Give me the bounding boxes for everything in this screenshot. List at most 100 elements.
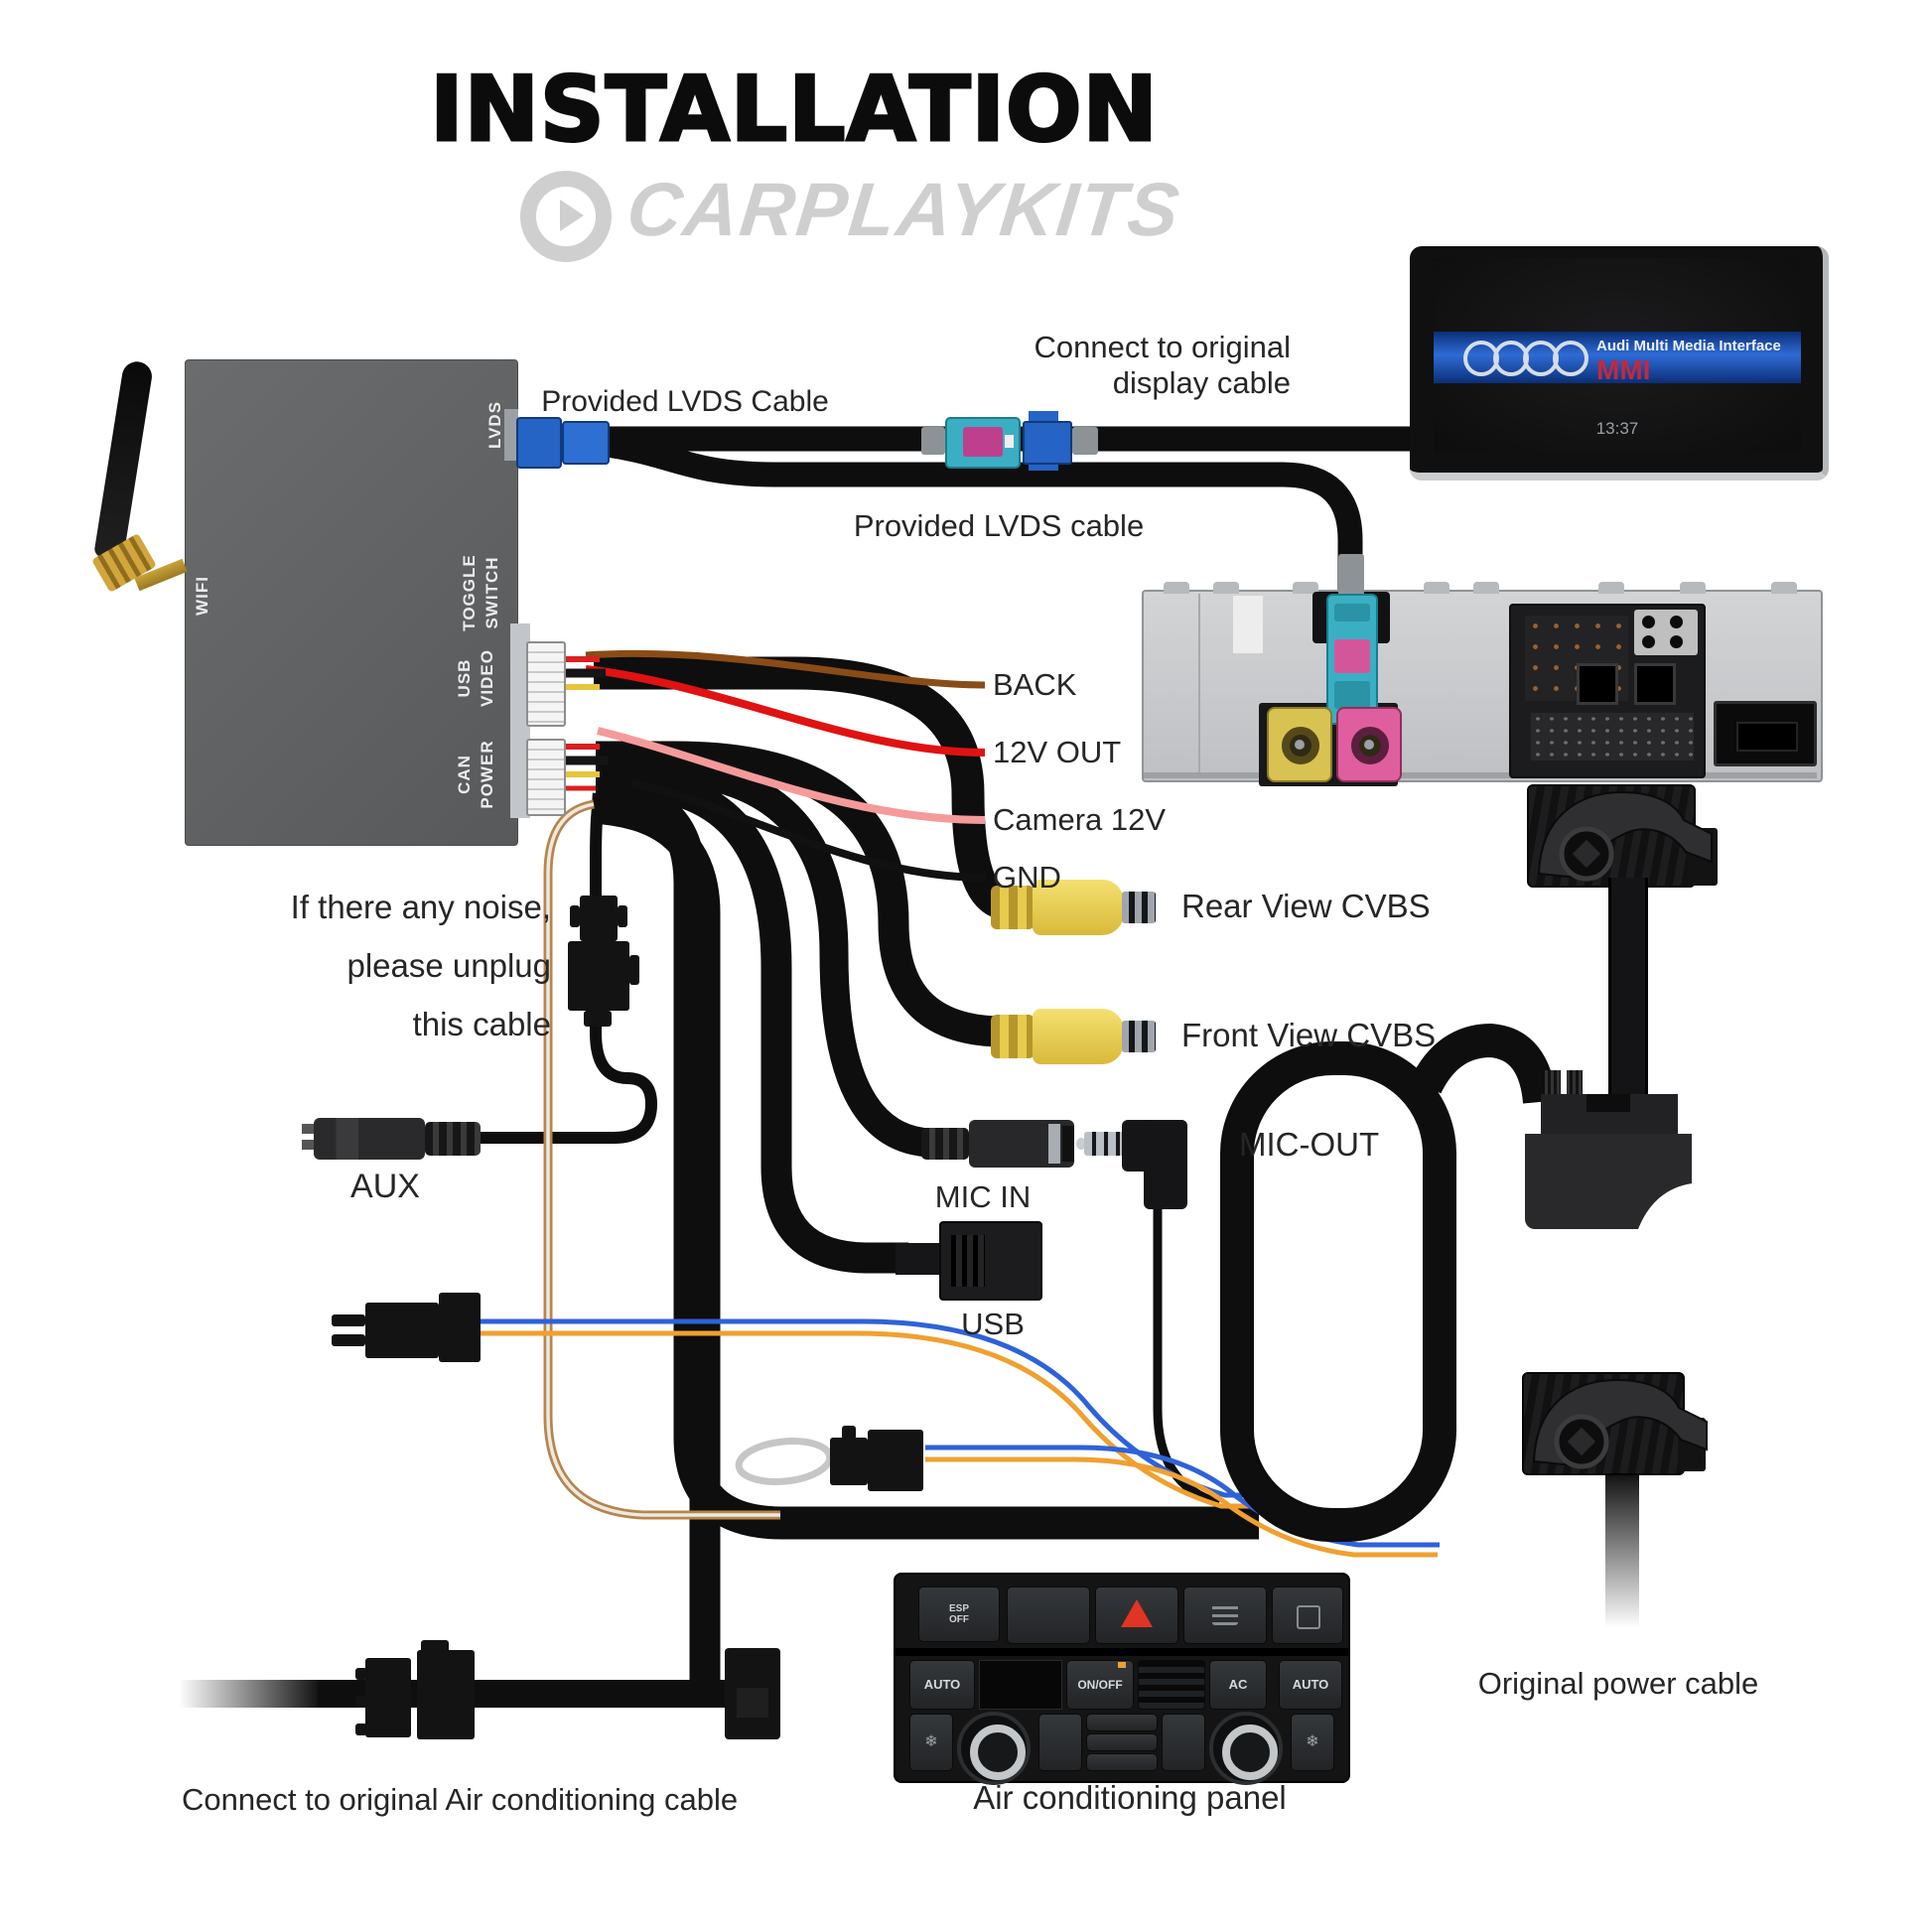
tab bbox=[1598, 582, 1624, 594]
rca-tip bbox=[1122, 892, 1156, 923]
jack-band bbox=[1048, 1124, 1060, 1164]
connector-step bbox=[737, 1688, 768, 1718]
quadlock-recess bbox=[1509, 604, 1706, 778]
camera-12v-wire bbox=[597, 727, 986, 824]
12v-out-wire bbox=[585, 665, 986, 757]
can-port-label: CAN bbox=[455, 755, 474, 794]
seam bbox=[1198, 594, 1200, 774]
original-power-label: Original power cable bbox=[1477, 1666, 1759, 1701]
plug-ring bbox=[1334, 604, 1370, 621]
pink-band bbox=[1334, 639, 1370, 673]
hazard-icon bbox=[1121, 1599, 1153, 1627]
fan-left-button: ❄ bbox=[909, 1714, 953, 1771]
connect-display-line2: display cable bbox=[1112, 364, 1291, 400]
ac-end-connector bbox=[725, 1648, 780, 1739]
vent-grille bbox=[1138, 1660, 1205, 1710]
12v-out-label: 12V OUT bbox=[993, 735, 1122, 769]
aux-prong bbox=[302, 1140, 314, 1150]
loop-connector-b bbox=[868, 1430, 923, 1491]
connect-ac-label: Connect to original Air conditioning cab… bbox=[182, 1782, 739, 1817]
pin bbox=[1670, 635, 1683, 648]
page-title: INSTALLATION bbox=[429, 57, 1160, 164]
key-slot bbox=[1005, 435, 1014, 448]
tab bbox=[1680, 582, 1706, 594]
off-label: OFF bbox=[949, 1614, 969, 1625]
radio-bottom-edge bbox=[1144, 772, 1817, 778]
aux-label: AUX bbox=[350, 1168, 420, 1205]
usb-female-connector bbox=[939, 1221, 1042, 1301]
mic-out-label: MIC-OUT bbox=[1239, 1126, 1380, 1163]
esp-label: ESP bbox=[948, 1603, 969, 1614]
power-ribbon-cable bbox=[1608, 878, 1648, 1098]
watermark-logo-icon bbox=[520, 171, 612, 262]
plug-prong bbox=[332, 1314, 365, 1326]
sticker bbox=[1233, 596, 1263, 653]
temp-display-left bbox=[979, 1660, 1062, 1710]
camera-12v-label: Camera 12V bbox=[993, 802, 1167, 837]
decoder-box bbox=[185, 359, 518, 846]
orange-wire-b bbox=[925, 1456, 1438, 1558]
fakra-pin bbox=[1364, 740, 1374, 750]
mode-button bbox=[1086, 1733, 1158, 1751]
fakra-teal-connector bbox=[945, 417, 1021, 469]
defrost-icon bbox=[1212, 1603, 1238, 1625]
lvds-connector-a bbox=[516, 417, 562, 469]
mode-button bbox=[1086, 1714, 1158, 1731]
ac-button: AC bbox=[1209, 1660, 1267, 1710]
mmi-clock: 13:37 bbox=[1595, 419, 1639, 438]
noise-connector-wing bbox=[570, 905, 580, 927]
coil-exit-cable bbox=[1410, 1023, 1557, 1105]
air-conditioning-panel: ESP OFF AUTO ON/OFF AC AUTO ❄ ❄ bbox=[894, 1573, 1350, 1785]
lvds-port-label: LVDS bbox=[485, 400, 504, 450]
on-off-button: ON/OFF bbox=[1066, 1660, 1134, 1710]
aux-strain-relief bbox=[425, 1122, 481, 1156]
loop-connector-a bbox=[830, 1438, 868, 1485]
adapter-block-body bbox=[1525, 1134, 1692, 1229]
ac-connector-right bbox=[417, 1650, 475, 1739]
fakra-ring bbox=[1282, 727, 1319, 764]
defrost-button bbox=[1183, 1587, 1267, 1644]
radio-head-unit bbox=[1142, 582, 1823, 786]
wifi-label: WIFI bbox=[193, 576, 211, 616]
lvds-ferrule bbox=[921, 427, 945, 455]
usb-slot bbox=[951, 1235, 985, 1287]
park-button bbox=[1272, 1587, 1343, 1644]
seat-heat-button bbox=[1038, 1714, 1082, 1771]
block-prong bbox=[1567, 1070, 1583, 1096]
port-strip bbox=[510, 623, 530, 818]
esp-off-button: ESP OFF bbox=[918, 1587, 1000, 1642]
noise-connector-tab bbox=[629, 955, 639, 985]
noise-connector-wing bbox=[618, 905, 627, 927]
tab bbox=[1213, 582, 1239, 594]
provided-lvds-top-label: Provided LVDS Cable bbox=[541, 385, 829, 418]
pin bbox=[1670, 616, 1683, 628]
pin-rows bbox=[1531, 713, 1694, 760]
adapter-block-top bbox=[1541, 1094, 1678, 1136]
panel-divider bbox=[896, 1648, 1348, 1656]
radio-small-port bbox=[1714, 701, 1817, 766]
jack-opening bbox=[1062, 1126, 1074, 1162]
can-power-connector bbox=[526, 739, 566, 816]
mic-in-jack bbox=[969, 1120, 1074, 1168]
back-wire bbox=[585, 649, 986, 689]
ferrule bbox=[1338, 554, 1364, 596]
tab bbox=[1164, 582, 1189, 594]
temp-knob-left bbox=[957, 1712, 1031, 1785]
ac-connector-tooth bbox=[355, 1668, 367, 1680]
front-cvbs-label: Front View CVBS bbox=[1181, 1017, 1437, 1053]
pin bbox=[1642, 616, 1655, 628]
blank-button bbox=[1007, 1587, 1090, 1644]
mmi-display: Audi Multi Media Interface MMI 13:37 bbox=[1410, 246, 1829, 481]
power-port-label: POWER bbox=[478, 740, 496, 809]
fakra-ring bbox=[1351, 727, 1389, 764]
usb-video-connector bbox=[526, 641, 566, 727]
magenta-insert bbox=[963, 427, 1003, 457]
park-icon bbox=[1297, 1605, 1320, 1629]
aux-prong bbox=[302, 1124, 314, 1134]
small-plug-body bbox=[365, 1303, 439, 1358]
seat-heat-button bbox=[1162, 1714, 1205, 1771]
front-cvbs-rca bbox=[1033, 1009, 1124, 1064]
display-screen: Audi Multi Media Interface MMI 13:37 bbox=[1434, 258, 1801, 453]
mmi-logo-text: MMI bbox=[1596, 354, 1651, 385]
